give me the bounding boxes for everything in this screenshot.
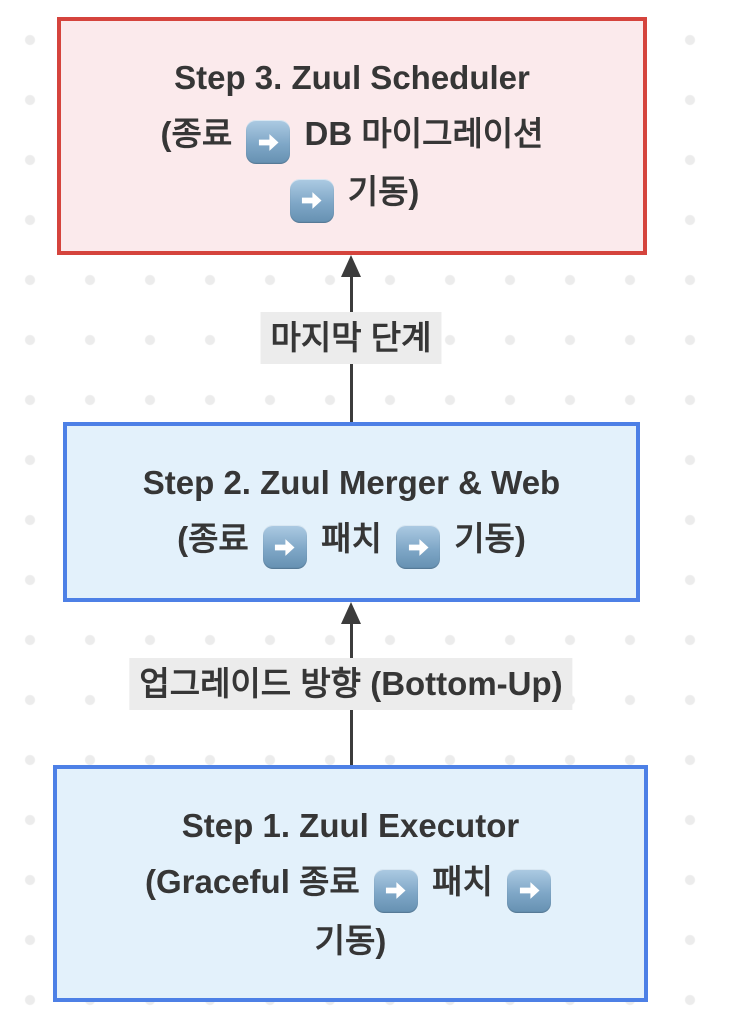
node-step2-zuul-merger-web: Step 2. Zuul Merger & Web (종료 패치 기동) <box>63 422 640 602</box>
node-text-line: 기동) <box>285 164 419 223</box>
right-arrow-emoji-icon <box>396 525 441 570</box>
node-step3-zuul-scheduler: Step 3. Zuul Scheduler (종료 DB 마이그레이션 기동) <box>57 17 647 255</box>
arrow-head-up-icon <box>341 602 361 624</box>
right-arrow-emoji-icon <box>507 868 551 913</box>
node-text-line: Step 1. Zuul Executor <box>181 807 520 845</box>
node-text-line: (종료 DB 마이그레이션 <box>160 106 544 164</box>
arrow-head-up-icon <box>341 255 361 277</box>
edge-label-final-step: 마지막 단계 <box>260 312 442 364</box>
node-text-line: (종료 패치 기동) <box>177 511 526 570</box>
edge-label-upgrade-direction: 업그레이드 방향 (Bottom-Up) <box>129 658 573 710</box>
right-arrow-emoji-icon <box>373 868 418 913</box>
right-arrow-emoji-icon <box>246 120 291 164</box>
node-text-line: Step 2. Zuul Merger & Web <box>142 463 561 501</box>
right-arrow-emoji-icon <box>262 525 307 570</box>
node-text-line: Step 3. Zuul Scheduler <box>174 58 530 96</box>
node-text-line: 기동) <box>314 921 387 959</box>
node-text-line: (Graceful 종료 패치 <box>145 854 556 913</box>
right-arrow-emoji-icon <box>289 178 334 223</box>
node-step1-zuul-executor: Step 1. Zuul Executor (Graceful 종료 패치 기동) <box>53 765 648 1002</box>
